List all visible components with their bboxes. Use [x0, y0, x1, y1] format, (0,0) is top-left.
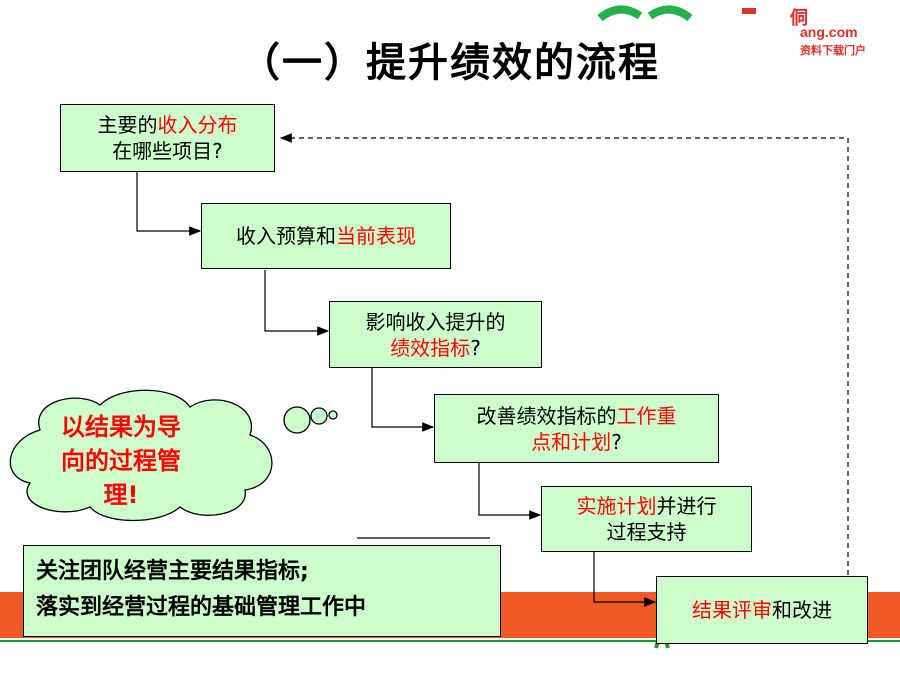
- page-title: （一）提升绩效的流程: [240, 40, 660, 86]
- step-6-text: 和改进: [772, 598, 832, 622]
- connector-3-4: [371, 368, 435, 432]
- step-4-text: 改善绩效指标的: [476, 403, 617, 428]
- footer-line: [0, 640, 900, 642]
- connector-2-3: [264, 270, 330, 336]
- logo-icon: [597, 5, 756, 22]
- step-1-highlight: 收入分布: [157, 113, 238, 137]
- step-6-highlight: 结果评审: [692, 598, 772, 622]
- step-4-box: 改善绩效指标的工作重 点和计划?: [434, 394, 719, 463]
- step-4-suffix: ?: [611, 429, 622, 454]
- connector-4-5: [478, 463, 542, 520]
- cloud-text: 以结果为导 向的过程管 理!: [46, 410, 196, 512]
- step-3-box: 影响收入提升的 绩效指标?: [329, 301, 542, 368]
- cloud-line-1: 以结果为导: [61, 413, 181, 441]
- note-line-2: 落实到经营过程的基础管理工作中: [36, 595, 367, 620]
- step-2-box: 收入预算和当前表现: [201, 203, 451, 269]
- logo-char: 侗: [790, 8, 808, 28]
- step-4-highlight-1: 工作重: [616, 403, 677, 428]
- logo-domain: ang.com: [800, 24, 858, 40]
- note-line-1: 关注团队经营主要结果指标;: [36, 559, 309, 584]
- step-2-highlight: 当前表现: [336, 224, 416, 248]
- cloud-line-3: 理!: [103, 481, 139, 509]
- summary-note: 关注团队经营主要结果指标; 落实到经营过程的基础管理工作中: [23, 545, 501, 637]
- step-6-box: 结果评审和改进: [656, 576, 868, 644]
- connector-1-2: [136, 172, 202, 236]
- thought-cloud: [9, 389, 338, 522]
- step-3-suffix: ?: [470, 335, 481, 360]
- feedback-loop: [279, 133, 849, 575]
- connector-5-6: [593, 552, 657, 607]
- step-3-text: 影响收入提升的: [365, 309, 506, 334]
- step-1-text: 主要的: [97, 113, 158, 137]
- step-1-box: 主要的收入分布 在哪些项目?: [60, 104, 275, 172]
- cloud-line-2: 向的过程管: [61, 447, 181, 475]
- step-5-box: 实施计划并进行 过程支持: [541, 486, 752, 552]
- step-5-highlight: 实施计划: [576, 494, 657, 518]
- logo: 侗 ang.com 资料下载门户: [590, 0, 900, 60]
- step-1-line2: 在哪些项目?: [112, 139, 223, 163]
- step-3-highlight: 绩效指标: [390, 335, 471, 360]
- step-5-text: 并进行: [656, 494, 717, 518]
- step-5-line2: 过程支持: [606, 520, 687, 544]
- logo-tagline: 资料下载门户: [800, 45, 866, 57]
- step-2-text: 收入预算和: [236, 224, 336, 248]
- step-4-highlight-2: 点和计划: [531, 429, 612, 454]
